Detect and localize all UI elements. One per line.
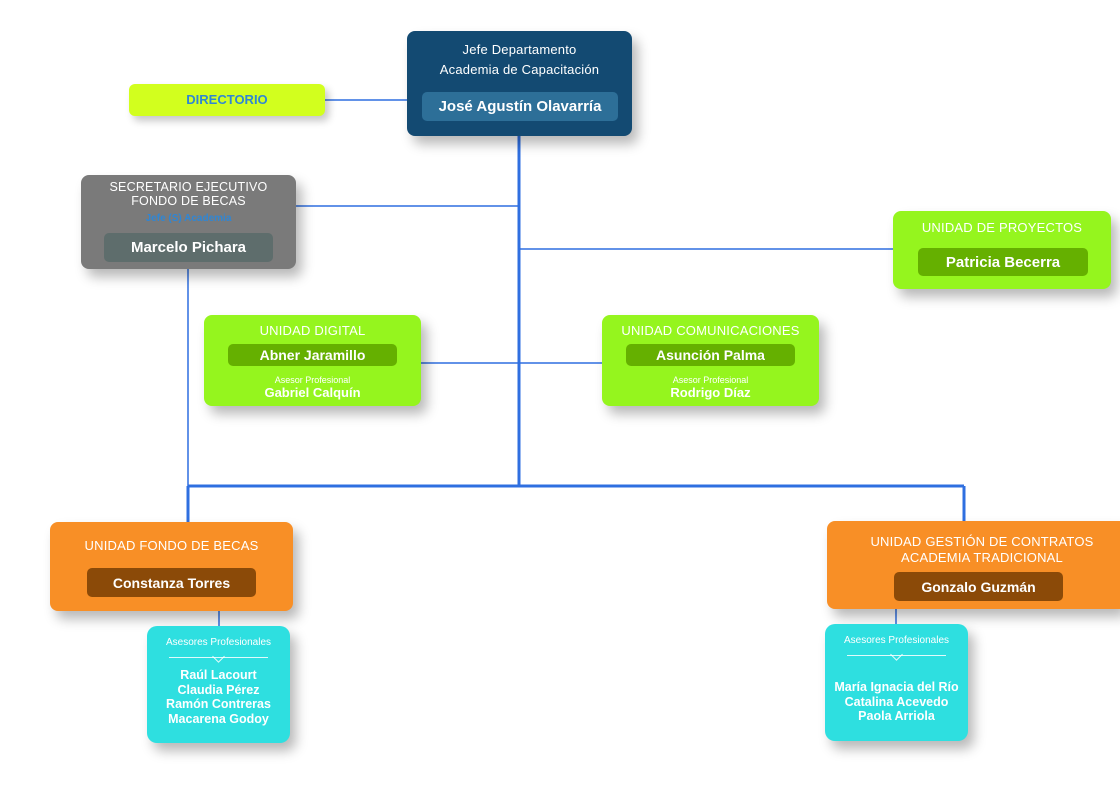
contratos-advisors-divider <box>847 655 946 656</box>
proyectos-title: UNIDAD DE PROYECTOS <box>921 220 1083 235</box>
digital-advisor-role: Asesor Profesional <box>274 375 351 385</box>
list-item: Claudia Pérez <box>177 682 260 697</box>
comunicaciones-name: Asunción Palma <box>626 344 795 366</box>
digital-name: Abner Jaramillo <box>228 344 397 366</box>
list-item: Macarena Godoy <box>168 711 269 726</box>
contratos-name: Gonzalo Guzmán <box>894 572 1063 601</box>
secretario-name: Marcelo Pichara <box>104 233 273 262</box>
head-name: José Agustín Olavarría <box>422 92 618 121</box>
chevron-down-icon <box>212 650 225 663</box>
comunicaciones-title: UNIDAD COMUNICACIONES <box>621 323 800 338</box>
contratos-advisors-list: María Ignacia del Río Catalina Acevedo P… <box>825 680 968 724</box>
secretario-box: SECRETARIO EJECUTIVO FONDO DE BECAS Jefe… <box>81 175 296 269</box>
proyectos-box: UNIDAD DE PROYECTOS Patricia Becerra <box>893 211 1111 289</box>
comunicaciones-advisor-name: Rodrigo Díaz <box>670 385 751 400</box>
fondo-name: Constanza Torres <box>87 568 256 597</box>
list-item: Paola Arriola <box>858 709 935 723</box>
secretario-title-line1: SECRETARIO EJECUTIVO <box>109 180 268 194</box>
fondo-title: UNIDAD FONDO DE BECAS <box>84 538 259 553</box>
digital-box: UNIDAD DIGITAL Abner Jaramillo Asesor Pr… <box>204 315 421 406</box>
fondo-box: UNIDAD FONDO DE BECAS Constanza Torres <box>50 522 293 611</box>
fondo-advisors-list: Raúl Lacourt Claudia Pérez Ramón Contrer… <box>147 668 290 726</box>
directorio-label: DIRECTORIO <box>186 92 268 107</box>
chevron-down-icon <box>890 648 903 661</box>
directorio-box: DIRECTORIO <box>129 84 325 116</box>
comunicaciones-advisor-role: Asesor Profesional <box>672 375 749 385</box>
list-item: Catalina Acevedo <box>844 694 949 709</box>
proyectos-name: Patricia Becerra <box>918 248 1088 276</box>
comunicaciones-box: UNIDAD COMUNICACIONES Asunción Palma Ase… <box>602 315 819 406</box>
contratos-advisors-box: Asesores Profesionales María Ignacia del… <box>825 624 968 741</box>
list-item: Raúl Lacourt <box>180 668 257 682</box>
digital-title: UNIDAD DIGITAL <box>259 323 366 338</box>
head-title-line2: Academia de Capacitación <box>439 62 600 77</box>
list-item: Ramón Contreras <box>166 697 271 711</box>
contratos-title-line1: UNIDAD GESTIÓN DE CONTRATOS <box>870 534 1094 549</box>
list-item: María Ignacia del Río <box>834 680 959 694</box>
contratos-advisors-title: Asesores Profesionales <box>843 635 950 646</box>
fondo-advisors-box: Asesores Profesionales Raúl Lacourt Clau… <box>147 626 290 743</box>
contratos-title-line2: ACADEMIA TRADICIONAL <box>901 550 1063 565</box>
head-box: Jefe Departamento Academia de Capacitaci… <box>407 31 632 136</box>
fondo-advisors-divider <box>169 657 268 658</box>
contratos-box: UNIDAD GESTIÓN DE CONTRATOS ACADEMIA TRA… <box>827 521 1120 609</box>
fondo-advisors-title: Asesores Profesionales <box>165 637 272 648</box>
head-title-line1: Jefe Departamento <box>462 42 577 57</box>
secretario-title-line2: FONDO DE BECAS <box>131 194 246 208</box>
digital-advisor-name: Gabriel Calquín <box>264 385 361 400</box>
secretario-subtitle: Jefe (S) Academia <box>145 213 232 224</box>
